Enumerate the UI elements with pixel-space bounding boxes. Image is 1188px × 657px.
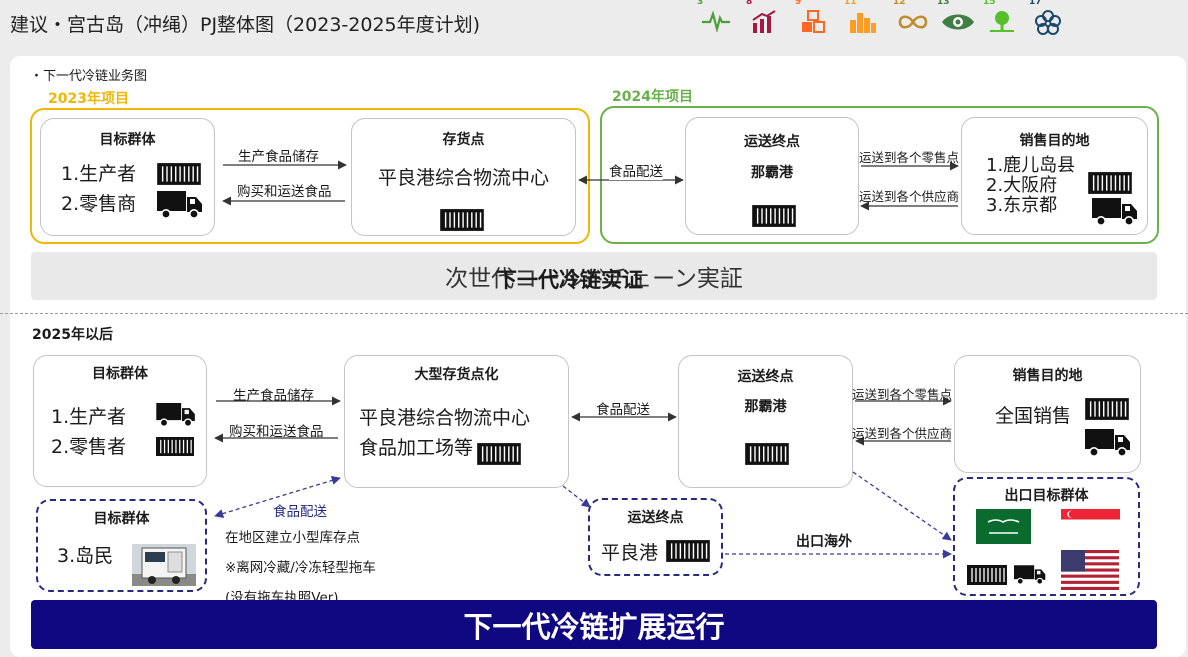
box-title: 运送终点	[737, 369, 794, 385]
sales-destination-box: 销售目的地 全国销售	[954, 355, 1141, 473]
usa-flag-icon	[1061, 550, 1119, 590]
arrow-supplier-label: 运送到各个供应商	[859, 189, 960, 204]
target-group-box: 目标群体 1.生产者 2.零售商	[40, 118, 215, 236]
year-2025-label: 2025年以后	[32, 327, 113, 343]
cold-trailer-photo-icon	[132, 544, 196, 586]
dashed-arrow-islanders	[214, 476, 341, 518]
dashed-arrow-naha-export	[852, 471, 952, 541]
arrow-retail-label: 运送到各个零售点	[859, 150, 960, 165]
target-item-retailer: 2.零售者	[51, 436, 127, 458]
project-2024-frame	[600, 106, 1159, 244]
box-title: 出口目标群体	[1004, 488, 1089, 504]
box-title: 运送终点	[627, 510, 684, 526]
nationwide-sales: 全国销售	[995, 405, 1072, 427]
arrow-supplier-label: 运送到各个供应商	[852, 426, 953, 441]
sdg-3-heartbeat-icon: 3	[697, 0, 731, 38]
terminal-hirara-box: 运送终点 平良港	[588, 498, 723, 576]
box-title: 目标群体	[92, 366, 148, 382]
terminal-box: 运送终点 那霸港	[685, 117, 859, 235]
export-target-box: 出口目标群体	[953, 477, 1140, 596]
box-title: 目标群体	[93, 511, 150, 527]
saudi-flag-icon	[976, 509, 1031, 544]
arrow-food-label: 食品配送	[596, 402, 650, 418]
target-item-producer: 1.生产者	[51, 406, 127, 428]
arrow-food-label: 食品配送	[609, 160, 663, 180]
terminal-hirara-port: 平良港	[601, 542, 659, 564]
sdg-15-tree-icon: 15	[983, 0, 1017, 38]
sdg-17-flower-icon: 17	[1029, 0, 1063, 38]
sdg-9-cubes-icon: 9	[795, 0, 829, 38]
target-item-retailer: 2.零售商	[61, 193, 137, 215]
demo-banner-overlay: 下一代冷链实证	[496, 268, 643, 292]
arrow-store-label: 生产食品储存	[233, 388, 314, 404]
inventory-location: 平良港综合物流中心	[359, 407, 531, 429]
sales-destination-box: 销售目的地 1.鹿儿岛县 2.大阪府 3.东京都	[961, 117, 1148, 235]
box-title: 存货点	[442, 132, 485, 148]
destination-osaka: 2.大阪府	[986, 175, 1058, 196]
target-item-producer: 1.生产者	[61, 163, 137, 185]
expansion-banner-text: 下一代冷链扩展运行	[463, 609, 725, 644]
inventory-location: 平良港综合物流中心	[377, 167, 549, 189]
box-title: 销售目的地	[1019, 133, 1090, 149]
dashed-arrow-to-hirara	[562, 485, 591, 508]
box-title: 目标群体	[99, 132, 156, 148]
section-divider	[0, 313, 1188, 314]
year-2024-label: 2024年项目	[612, 89, 693, 105]
sdg-8-growth-chart-icon: 8	[746, 0, 780, 38]
large-inventory-box: 大型存货点化 平良港综合物流中心 食品加工场等	[344, 355, 569, 488]
terminal-box: 运送终点 那霸港	[678, 355, 853, 488]
top-arrows	[222, 160, 959, 211]
singapore-flag-icon	[1061, 509, 1120, 530]
box-title: 销售目的地	[1012, 368, 1083, 384]
terminal-port: 那霸港	[744, 399, 787, 415]
destination-kagoshima: 1.鹿儿岛县	[986, 155, 1076, 176]
page-title: 建议・宫古岛（冲绳）PJ整体图（2023-2025年度计划)	[10, 14, 481, 36]
demo-banner-text: 次世代コールドチェーン実証	[445, 266, 743, 292]
inventory-point-box: 存货点 平良港综合物流中心	[351, 118, 576, 236]
sdg-12-infinity-icon: 12	[893, 0, 928, 38]
year-2023-label: 2023年项目	[48, 91, 129, 107]
food-processing-site: 食品加工场等	[359, 437, 474, 459]
destination-tokyo: 3.东京都	[986, 195, 1058, 216]
box-title: 运送终点	[744, 134, 800, 150]
note-line-1: 在地区建立小型库存点	[225, 530, 360, 546]
target-group-box: 目标群体 1.生产者 2.零售者	[33, 355, 207, 487]
sdg-13-eye-icon: 13	[937, 0, 974, 38]
note-line-2: ※离网冷藏/冷冻轻型拖车	[225, 560, 376, 576]
section-label: ・下一代冷链业务图	[30, 69, 148, 84]
arrow-buy-label: 购买和运送食品	[229, 424, 324, 440]
islanders-item: 3.岛民	[57, 545, 114, 567]
expansion-banner: 下一代冷链扩展运行	[31, 600, 1157, 649]
sdg-11-city-icon: 11	[844, 0, 878, 38]
terminal-port: 那霸港	[751, 165, 793, 181]
arrow-buy-label: 购买和运送食品	[237, 184, 332, 200]
islander-delivery-label: 食品配送	[273, 504, 327, 520]
box-title: 大型存货点化	[414, 367, 499, 383]
arrow-store-label: 生产食品储存	[238, 149, 319, 165]
arrow-retail-label: 运送到各个零售点	[852, 387, 953, 402]
export-overseas-label: 出口海外	[796, 534, 852, 550]
bottom-arrows	[214, 396, 952, 559]
demo-banner: 次世代コールドチェーン実証	[31, 252, 1157, 300]
islanders-box: 目标群体 3.岛民	[36, 499, 207, 592]
